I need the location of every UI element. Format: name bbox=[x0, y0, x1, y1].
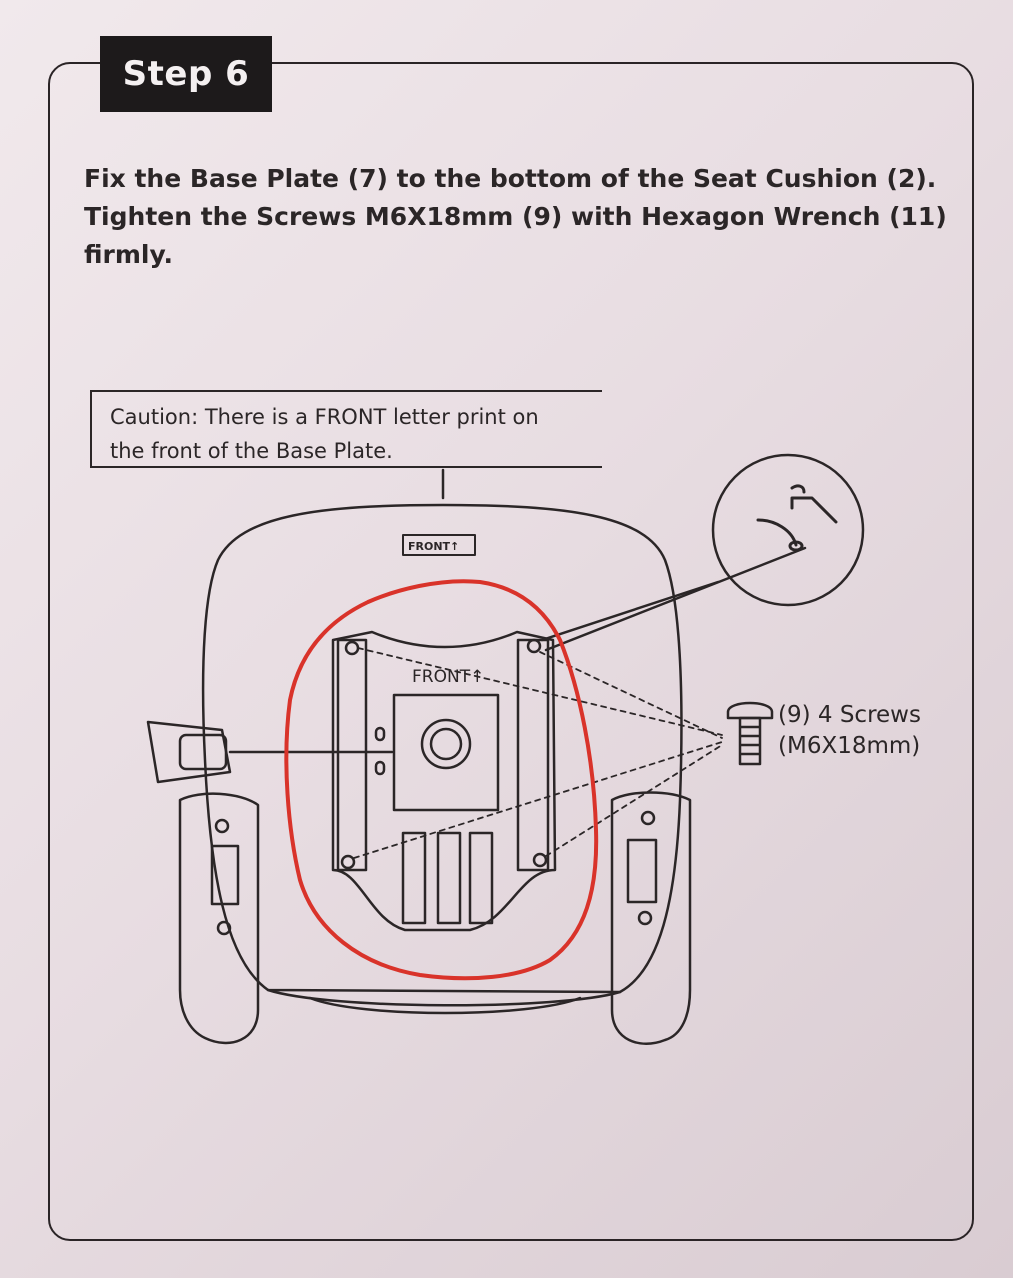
instruction-line-1: Fix the Base Plate (7) to the bottom of … bbox=[84, 164, 937, 193]
caution-box: Caution: There is a FRONT letter print o… bbox=[90, 390, 602, 468]
screw-icon bbox=[726, 701, 774, 766]
base-plate-right-rail bbox=[516, 638, 550, 872]
seat-cushion-outline bbox=[201, 503, 683, 994]
plate-screw-hole-tr bbox=[526, 638, 542, 654]
instruction-line-2: Tighten the Screws M6X18mm (9) with Hexa… bbox=[84, 202, 947, 231]
left-armrest-slot bbox=[210, 844, 240, 906]
step-label: Step 6 bbox=[122, 54, 250, 94]
step-badge: Step 6 bbox=[100, 36, 272, 112]
plate-screw-hole-tl bbox=[344, 640, 360, 656]
instruction-frame bbox=[48, 62, 974, 1241]
plate-small-hole-2 bbox=[374, 760, 386, 776]
caution-line-2: the front of the Base Plate. bbox=[110, 439, 393, 463]
seat-bottom-curve bbox=[266, 988, 622, 1007]
base-plate-slot-1 bbox=[401, 831, 427, 925]
magnifier-leader-1 bbox=[540, 580, 720, 642]
screw-leader-3 bbox=[353, 741, 723, 859]
plate-small-hole-1 bbox=[374, 726, 386, 742]
right-armrest-bolt-bottom bbox=[637, 910, 653, 926]
base-plate-left-rail bbox=[336, 638, 368, 872]
plate-screw-hole-br bbox=[532, 852, 548, 868]
detail-magnifier-circle bbox=[711, 453, 865, 607]
seat-front-label-box bbox=[402, 534, 476, 556]
gas-lift-hole-outer bbox=[420, 718, 472, 770]
screw-leader-4 bbox=[545, 744, 723, 857]
tilt-lever-handle bbox=[146, 720, 232, 784]
right-armrest-slot bbox=[626, 838, 658, 904]
right-armrest-bolt-top bbox=[640, 810, 656, 826]
left-armrest-bolt-bottom bbox=[216, 920, 232, 936]
hexagon-wrench-icon bbox=[756, 484, 838, 552]
tilt-lever-grip bbox=[178, 733, 228, 771]
base-plate-slot-3 bbox=[468, 831, 494, 925]
instruction-line-3: firmly. bbox=[84, 240, 173, 269]
plate-front-label: FRONT↑ bbox=[412, 667, 484, 687]
screw-leader-1 bbox=[357, 647, 723, 736]
screw-label-line-1: (9) 4 Screws bbox=[778, 702, 921, 728]
left-armrest bbox=[178, 792, 260, 1045]
seat-front-label: FRONT↑ bbox=[408, 540, 459, 553]
base-plate bbox=[331, 630, 557, 932]
highlight-circle bbox=[284, 579, 599, 981]
gas-lift-hole-inner bbox=[429, 727, 463, 761]
plate-screw-hole-bl bbox=[340, 854, 356, 870]
caution-line-1: Caution: There is a FRONT letter print o… bbox=[110, 405, 539, 429]
instructions-text: Fix the Base Plate (7) to the bottom of … bbox=[84, 160, 947, 274]
left-armrest-bolt-top bbox=[214, 818, 230, 834]
right-armrest bbox=[610, 791, 692, 1045]
screw-label-line-2: (M6X18mm) bbox=[778, 733, 921, 759]
screw-label: (9) 4 Screws (M6X18mm) bbox=[778, 700, 921, 762]
base-plate-center-mount bbox=[392, 693, 500, 812]
base-plate-slot-2 bbox=[436, 831, 462, 925]
magnifier-leader-2 bbox=[544, 546, 807, 652]
seat-bottom-curve-2 bbox=[308, 996, 582, 1015]
